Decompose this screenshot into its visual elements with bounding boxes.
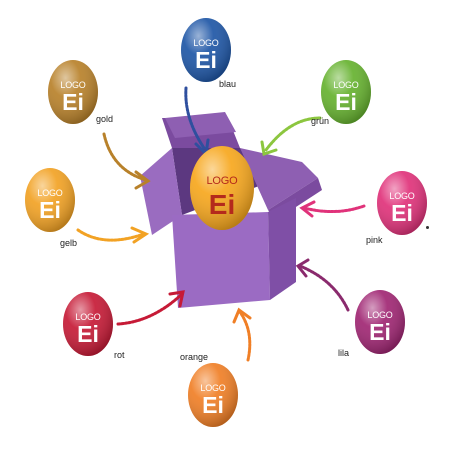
label-orange: orange	[180, 352, 209, 362]
egg-ei-text: Ei	[202, 392, 224, 418]
label-gruen: grün	[311, 116, 330, 126]
egg-blau: LOGO Ei	[181, 18, 231, 82]
egg-logo-text: LOGO	[75, 312, 100, 322]
egg-gelb: LOGO Ei	[25, 168, 75, 232]
egg-shine	[321, 60, 371, 124]
egg-ei-text: Ei	[39, 197, 61, 223]
egg-shine	[48, 60, 98, 124]
egg-shine	[181, 18, 231, 82]
center-egg-shine	[190, 146, 254, 230]
label-gold: gold	[96, 114, 114, 124]
egg-ei-text: Ei	[369, 319, 391, 345]
box-back-flap-top	[165, 112, 236, 138]
stray-dot	[426, 226, 429, 229]
egg-logo-text: LOGO	[60, 80, 85, 90]
arrow-gold	[102, 132, 148, 182]
arrow-rot	[116, 292, 184, 326]
arrow-gold-head	[134, 170, 151, 190]
arrow-orange	[238, 310, 252, 362]
egg-ei-text: Ei	[62, 89, 84, 115]
egg-shine	[188, 363, 238, 427]
egg-shine	[63, 292, 113, 356]
center-egg-ei-text: Ei	[209, 189, 235, 220]
egg-lila: LOGO Ei	[355, 290, 405, 354]
label-rot: rot	[114, 350, 125, 360]
egg-orange: LOGO Ei	[188, 363, 238, 427]
label-pink: pink	[366, 235, 383, 245]
egg-logo-text: LOGO	[367, 310, 392, 320]
center-egg-logo-text: LOGO	[207, 175, 239, 187]
arrow-lila-head	[295, 258, 310, 278]
egg-logo-text: LOGO	[200, 383, 225, 393]
egg-shine	[355, 290, 405, 354]
egg-pink: LOGO Ei	[377, 171, 427, 235]
egg-gruen: LOGO Ei	[321, 60, 371, 124]
arrow-blau	[184, 86, 206, 150]
egg-ei-text: Ei	[77, 321, 99, 347]
arrow-gelb	[76, 228, 146, 242]
egg-gold: LOGO Ei	[48, 60, 98, 124]
egg-ei-text: Ei	[391, 200, 413, 226]
arrow-pink-head	[299, 200, 316, 218]
box-left-flap	[140, 148, 182, 235]
arrow-rot-head	[168, 290, 185, 308]
box-side	[268, 198, 296, 300]
egg-shine	[377, 171, 427, 235]
egg-logo-text: LOGO	[193, 38, 218, 48]
label-gelb: gelb	[60, 238, 78, 248]
egg-ei-text: Ei	[335, 89, 357, 115]
box-front	[172, 212, 270, 308]
arrow-pink	[302, 204, 366, 213]
arrows	[76, 86, 366, 362]
label-blau: blau	[219, 79, 237, 89]
arrow-gruen-head	[260, 140, 278, 156]
arrow-lila	[298, 264, 350, 312]
egg-logo-text: LOGO	[37, 188, 62, 198]
arrow-gelb-head	[130, 226, 150, 244]
egg-rot: LOGO Ei	[63, 292, 113, 356]
egg-shine	[25, 168, 75, 232]
box-right-flap	[240, 148, 318, 210]
arrow-gruen	[264, 116, 322, 152]
label-lila: lila	[338, 348, 350, 358]
egg-logo-text: LOGO	[333, 80, 358, 90]
egg-logo-text: LOGO	[389, 191, 414, 201]
egg-ei-text: Ei	[195, 47, 217, 73]
arrow-orange-head	[232, 307, 252, 324]
center-egg: LOGO Ei	[190, 146, 254, 230]
